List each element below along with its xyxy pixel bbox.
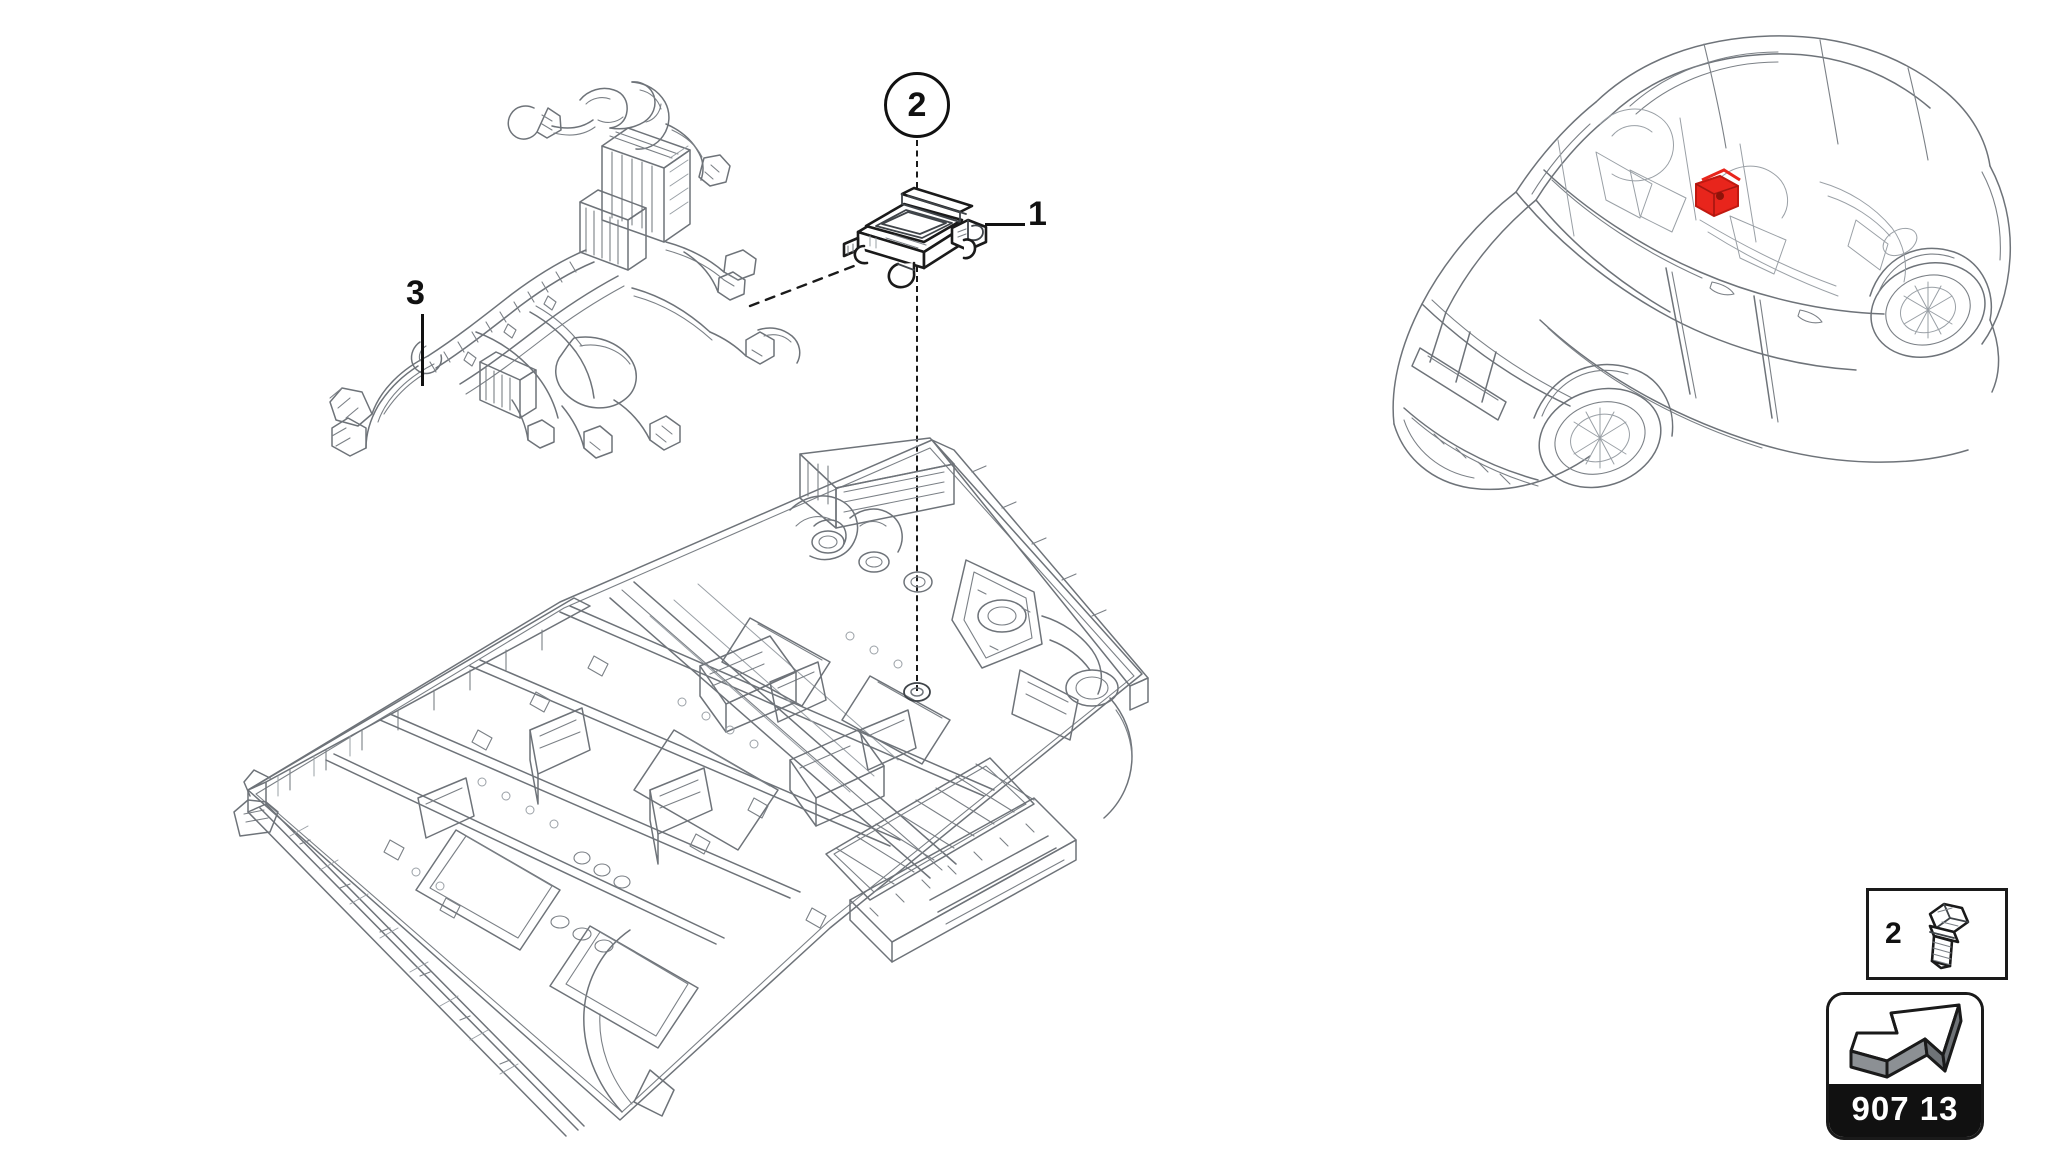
- callout-1-leader: [985, 223, 1025, 226]
- legend-group-number: 907 13: [1829, 1084, 1981, 1137]
- callout-1-number: 1: [1028, 195, 1047, 233]
- direction-arrow-icon: [1829, 995, 1981, 1084]
- callout-2-leader-lower: [916, 266, 918, 691]
- callout-2-leader-upper: [916, 140, 918, 188]
- figure-floor-pan-assembly: [230, 430, 1160, 1137]
- highlighted-component: [1695, 168, 1741, 218]
- figure-airbag-control-unit: [840, 180, 1060, 290]
- bolt-icon: [1908, 894, 1982, 974]
- callout-2-number: 2: [907, 86, 927, 124]
- legend-hardware-number: 2: [1885, 917, 1902, 950]
- callout-2-circle: 2: [884, 72, 950, 138]
- legend-group-card: 907 13: [1826, 992, 1984, 1140]
- legend-hardware-box: 2: [1866, 888, 2008, 980]
- module-to-harness-leader: [748, 262, 858, 312]
- callout-3-leader: [421, 314, 424, 386]
- callout-3-number: 3: [406, 274, 425, 312]
- figure-wiring-harness: [280, 80, 801, 470]
- figure-vehicle-context: [1300, 20, 2040, 491]
